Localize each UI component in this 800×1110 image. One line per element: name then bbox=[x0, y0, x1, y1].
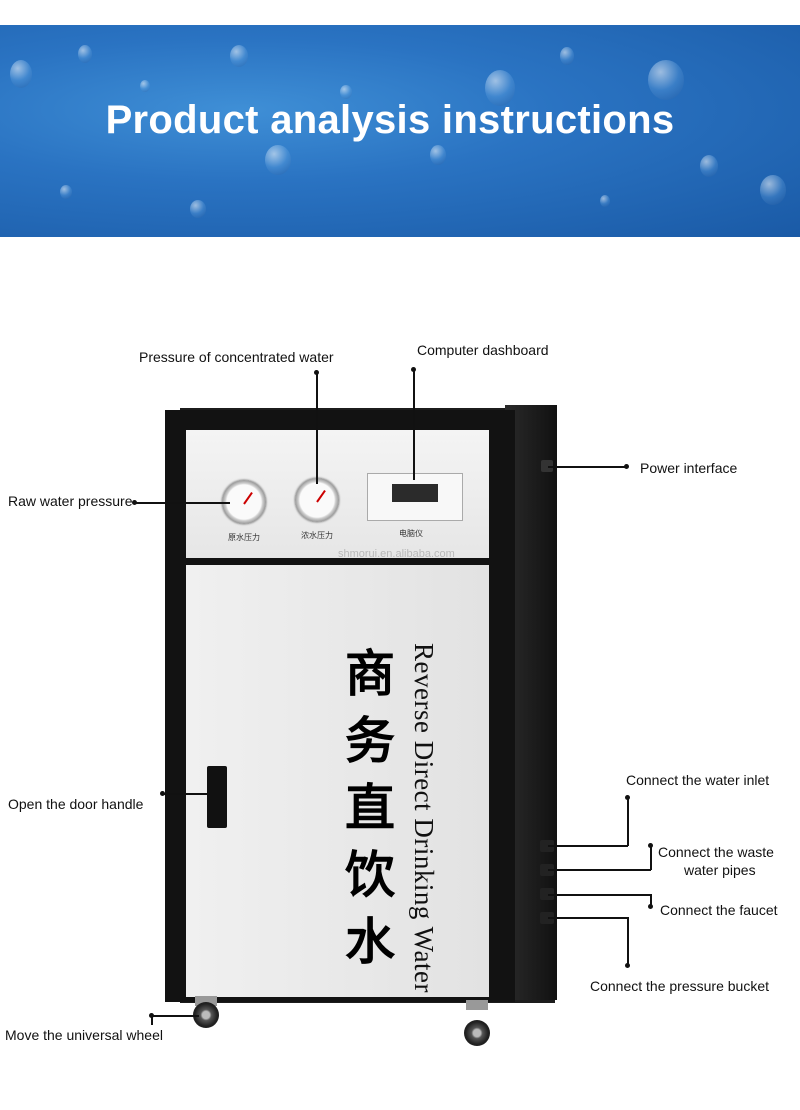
water-drop bbox=[265, 145, 291, 175]
water-drop bbox=[190, 200, 206, 218]
faucet-port bbox=[540, 888, 554, 900]
callout-dot bbox=[132, 500, 137, 505]
callout-faucet: Connect the faucet bbox=[660, 902, 778, 918]
dashboard-caption: 电脑仪 bbox=[399, 529, 423, 538]
water-drop bbox=[140, 80, 150, 92]
watermark: shmorui.en.alibaba.com bbox=[338, 548, 455, 560]
wheel-mount bbox=[195, 996, 217, 1006]
dashboard-screen bbox=[392, 484, 438, 502]
door-handle[interactable] bbox=[207, 766, 227, 828]
computer-dashboard bbox=[367, 473, 463, 521]
callout-dot bbox=[314, 370, 319, 375]
callout-door-handle: Open the door handle bbox=[8, 796, 144, 812]
callout-waste-pipes-line2: water pipes bbox=[684, 862, 756, 878]
header-banner bbox=[0, 25, 800, 237]
waste-pipe-port bbox=[540, 864, 554, 876]
concentrated-water-pressure-gauge bbox=[295, 478, 339, 522]
callout-dot bbox=[648, 843, 653, 848]
callout-line bbox=[650, 845, 652, 870]
callout-line bbox=[627, 797, 629, 846]
universal-wheel bbox=[464, 1020, 490, 1046]
callout-dot bbox=[624, 464, 629, 469]
water-drop bbox=[560, 47, 574, 65]
callout-dot bbox=[625, 795, 630, 800]
callout-line bbox=[627, 917, 629, 965]
chinese-product-name: 商务直饮水 bbox=[345, 644, 395, 971]
water-drop bbox=[700, 155, 718, 177]
water-drop bbox=[760, 175, 786, 205]
callout-waste-pipes-line1: Connect the waste bbox=[658, 844, 774, 860]
page-title: Product analysis instructions bbox=[105, 98, 675, 142]
callout-power-interface: Power interface bbox=[640, 460, 738, 476]
water-drop bbox=[648, 60, 684, 100]
callout-computer-dashboard: Computer dashboard bbox=[417, 342, 549, 358]
water-drop bbox=[10, 60, 32, 88]
water-drop bbox=[78, 45, 92, 63]
callout-line bbox=[548, 466, 626, 468]
callout-line bbox=[548, 917, 628, 919]
water-drop bbox=[60, 185, 72, 199]
callout-universal-wheel: Move the universal wheel bbox=[5, 1027, 163, 1043]
callout-line bbox=[548, 845, 628, 847]
callout-water-inlet: Connect the water inlet bbox=[626, 772, 770, 788]
callout-raw-water-pressure: Raw water pressure bbox=[8, 493, 133, 509]
callout-line bbox=[151, 1015, 199, 1017]
callout-pressure-bucket: Connect the pressure bucket bbox=[590, 978, 769, 994]
callout-line bbox=[548, 869, 651, 871]
callout-line bbox=[548, 894, 650, 896]
callout-concentrated-pressure: Pressure of concentrated water bbox=[139, 349, 334, 365]
raw-water-gauge-caption: 原水压力 bbox=[228, 533, 260, 542]
callout-line bbox=[162, 793, 210, 795]
callout-line bbox=[650, 894, 652, 906]
water-drop bbox=[340, 85, 352, 99]
callout-dot bbox=[160, 791, 165, 796]
water-inlet-port bbox=[540, 840, 554, 852]
water-drop bbox=[430, 145, 446, 165]
callout-line bbox=[413, 370, 415, 480]
pressure-bucket-port bbox=[540, 912, 554, 924]
water-drop bbox=[600, 195, 610, 207]
callout-line bbox=[151, 1015, 153, 1025]
power-port bbox=[541, 460, 553, 472]
callout-dot bbox=[411, 367, 416, 372]
callout-line bbox=[134, 502, 230, 504]
callout-line bbox=[316, 372, 318, 484]
water-drop bbox=[485, 70, 515, 106]
english-product-name: Reverse Direct Drinking Water bbox=[409, 643, 439, 993]
wheel-mount bbox=[466, 1000, 488, 1010]
callout-dot bbox=[648, 904, 653, 909]
cabinet-door bbox=[186, 565, 489, 997]
callout-dot bbox=[625, 963, 630, 968]
concentrated-water-gauge-caption: 浓水压力 bbox=[301, 531, 333, 540]
callout-dot bbox=[149, 1013, 154, 1018]
water-drop bbox=[230, 45, 248, 67]
